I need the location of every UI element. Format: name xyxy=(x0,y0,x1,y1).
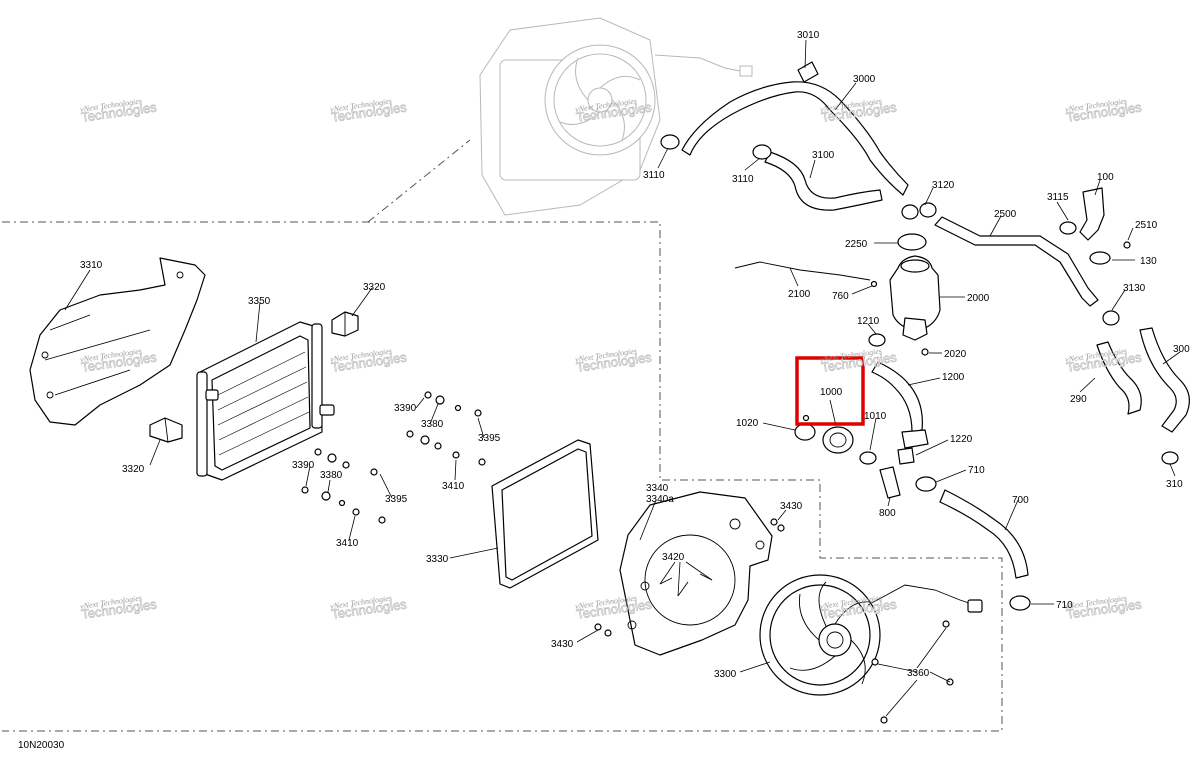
part-700-hose xyxy=(939,489,1029,579)
part-1010-clamp xyxy=(859,451,877,465)
label-1200: 1200 xyxy=(942,372,965,383)
part-2510-130 xyxy=(1089,241,1131,265)
part-1210-clamp xyxy=(868,333,886,347)
label-3390: 3390 xyxy=(292,460,315,471)
label-3000: 3000 xyxy=(853,74,876,85)
label-3340a: 3340a xyxy=(646,494,674,505)
part-3115-clamp xyxy=(1059,221,1077,235)
part-800-hose xyxy=(879,466,901,499)
label-1220: 1220 xyxy=(950,434,973,445)
label-700: 700 xyxy=(1012,495,1029,506)
label-1010: 1010 xyxy=(864,411,887,422)
part-100-elbow xyxy=(1079,187,1105,241)
part-300-hose xyxy=(1139,327,1190,433)
label-3380: 3380 xyxy=(320,470,343,481)
part-2500-hose xyxy=(934,216,1099,307)
part-3100-hose xyxy=(764,151,883,211)
label-100: 100 xyxy=(1097,172,1114,183)
part-2000-reservoir xyxy=(889,255,941,341)
label-310: 310 xyxy=(1166,479,1183,490)
leader-lines xyxy=(64,39,1181,717)
part-3340-shroud-plate xyxy=(619,491,773,656)
label-3115: 3115 xyxy=(1047,192,1069,203)
part-3320-bracket-lower xyxy=(149,417,183,443)
clamps-3110-3120 xyxy=(660,134,937,220)
highlight-box-1000 xyxy=(795,356,865,426)
diagram-code: 10N20030 xyxy=(18,740,65,751)
assembly-boundary xyxy=(2,139,1003,732)
label-3120: 3120 xyxy=(932,180,955,191)
label-3300: 3300 xyxy=(714,669,737,680)
label-3310: 3310 xyxy=(80,260,103,271)
label-3010: 3010 xyxy=(797,30,820,41)
label-1000: 1000 xyxy=(820,387,843,398)
part-3130-clamp xyxy=(1102,310,1120,326)
part-1020-oring xyxy=(794,414,816,441)
label-3430: 3430 xyxy=(551,639,574,650)
label-2020: 2020 xyxy=(944,349,967,360)
label-2510: 2510 xyxy=(1135,220,1158,231)
label-3130: 3130 xyxy=(1123,283,1146,294)
label-3380: 3380 xyxy=(421,419,444,430)
part-290-hose xyxy=(1096,341,1142,415)
part-1200-hose xyxy=(871,361,929,449)
label-710: 710 xyxy=(1056,600,1073,611)
label-800: 800 xyxy=(879,508,896,519)
hardware-group-left xyxy=(301,391,486,524)
label-130: 130 xyxy=(1140,256,1157,267)
part-710-clamp-lower xyxy=(1009,595,1031,611)
label-3395: 3395 xyxy=(478,433,501,444)
part-3310-deflector xyxy=(29,257,206,426)
label-290: 290 xyxy=(1070,394,1087,405)
part-2250-cap xyxy=(897,233,927,251)
label-3320: 3320 xyxy=(122,464,145,475)
label-710: 710 xyxy=(968,465,985,476)
part-3000-hose xyxy=(681,61,909,196)
part-1000-thermostat xyxy=(822,426,854,454)
label-3330: 3330 xyxy=(426,554,449,565)
label-1210: 1210 xyxy=(857,316,880,327)
label-3320: 3320 xyxy=(363,282,386,293)
label-3100: 3100 xyxy=(812,150,835,161)
label-300: 300 xyxy=(1173,344,1190,355)
label-2500: 2500 xyxy=(994,209,1017,220)
label-760: 760 xyxy=(832,291,849,302)
label-3430: 3430 xyxy=(780,501,803,512)
part-3350-radiator xyxy=(196,321,335,481)
label-1020: 1020 xyxy=(736,418,759,429)
part-labels: 3010 3000 3110 3110 3100 3120 100 3115 2… xyxy=(18,30,1190,751)
label-3395: 3395 xyxy=(385,494,408,505)
label-3360: 3360 xyxy=(907,668,930,679)
reference-fan-ghost xyxy=(479,17,753,216)
label-3410: 3410 xyxy=(336,538,359,549)
part-710-clamp-upper xyxy=(915,476,937,492)
label-2000: 2000 xyxy=(967,293,990,304)
label-3420: 3420 xyxy=(662,552,685,563)
part-2100-tube xyxy=(734,261,878,288)
part-3330-seal-frame xyxy=(491,439,599,589)
label-2250: 2250 xyxy=(845,239,868,250)
part-310-clamp xyxy=(1161,451,1179,465)
part-3300-fan xyxy=(759,574,983,696)
part-2020-screw xyxy=(921,348,929,356)
part-1220-fitting xyxy=(897,447,915,465)
label-3110: 3110 xyxy=(643,170,665,181)
label-3350: 3350 xyxy=(248,296,271,307)
part-3320-bracket-upper xyxy=(331,311,359,337)
label-3390: 3390 xyxy=(394,403,417,414)
label-3340: 3340 xyxy=(646,483,669,494)
label-3110: 3110 xyxy=(732,174,754,185)
label-2100: 2100 xyxy=(788,289,811,300)
label-3410: 3410 xyxy=(442,481,465,492)
